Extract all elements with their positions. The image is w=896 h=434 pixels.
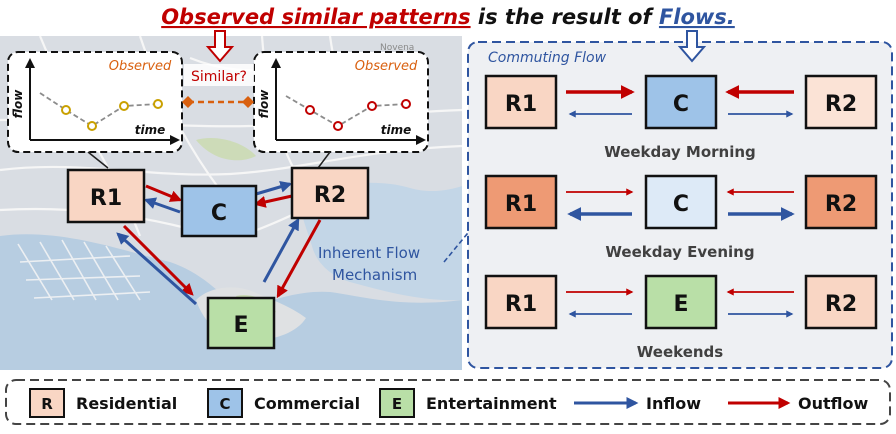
headline-observed: Observed similar patterns bbox=[161, 5, 470, 29]
row3-label: Weekends bbox=[637, 343, 724, 361]
down-arrow-blue-icon bbox=[677, 30, 707, 63]
legend-commercial-letter: C bbox=[219, 395, 230, 413]
legend-residential-label: Residential bbox=[76, 394, 177, 413]
right-axis-x-label: time bbox=[381, 123, 412, 137]
map-node-r1-label: R1 bbox=[90, 186, 122, 211]
left-observed-label: Observed bbox=[109, 59, 172, 74]
left-chart-point bbox=[153, 99, 163, 109]
right-chart-point bbox=[401, 99, 411, 109]
left-axis-x-label: time bbox=[135, 123, 166, 137]
legend-entertainment-letter: E bbox=[392, 395, 402, 413]
legend-residential-letter: R bbox=[41, 395, 53, 413]
map-node-c-label: C bbox=[211, 201, 227, 226]
commuting-flow-panel: Commuting Flow R1 C R2 Weekday Morning R… bbox=[467, 30, 893, 369]
row1-label: Weekday Morning bbox=[604, 143, 756, 161]
similar-label: Similar? bbox=[191, 69, 247, 85]
left-chart-point bbox=[87, 121, 97, 131]
down-arrow-red-icon bbox=[205, 30, 235, 63]
row1-right-node: R2 bbox=[825, 92, 857, 117]
legend-entertainment-swatch bbox=[379, 388, 415, 418]
observed-chart-left: flow time Observed bbox=[7, 51, 183, 153]
right-axis-y-label: flow bbox=[257, 89, 271, 119]
row3-right-node: R2 bbox=[825, 292, 857, 317]
mechanism-label-line2: Mechanism bbox=[332, 266, 417, 284]
row1-left-node: R1 bbox=[505, 92, 537, 117]
observed-chart-right: flow time Observed bbox=[253, 51, 429, 153]
legend-inflow-label: Inflow bbox=[646, 394, 701, 413]
left-axis-y-label: flow bbox=[11, 89, 25, 119]
map-node-e-label: E bbox=[233, 313, 248, 338]
right-observed-label: Observed bbox=[355, 59, 418, 74]
similar-connector: Similar? bbox=[182, 64, 254, 108]
legend-residential-swatch bbox=[29, 388, 65, 418]
legend-commercial-swatch bbox=[207, 388, 243, 418]
left-chart-point bbox=[61, 105, 71, 115]
map-flows bbox=[116, 180, 322, 306]
row1-center-node: C bbox=[673, 92, 689, 117]
legend-commercial-label: Commercial bbox=[254, 394, 360, 413]
flow-row-weekday-evening: R1 C R2 Weekday Evening bbox=[484, 174, 878, 261]
legend-outflow-label: Outflow bbox=[798, 394, 868, 413]
headline-middle: is the result of bbox=[471, 5, 659, 29]
row2-left-node: R1 bbox=[505, 192, 537, 217]
map-node-e: E bbox=[206, 296, 276, 350]
commuting-title: Commuting Flow bbox=[488, 50, 607, 66]
row3-center-node: E bbox=[673, 292, 688, 317]
right-chart-point bbox=[305, 105, 315, 115]
mechanism-label-line1: Inherent Flow bbox=[318, 244, 420, 262]
row2-label: Weekday Evening bbox=[605, 243, 754, 261]
left-chart-point bbox=[119, 101, 129, 111]
row3-left-node: R1 bbox=[505, 292, 537, 317]
flow-row-weekends: R1 E R2 Weekends bbox=[484, 274, 878, 361]
map-node-c: C bbox=[180, 184, 258, 238]
legend: R Residential C Commercial E Entertainme… bbox=[5, 379, 891, 425]
legend-entertainment-label: Entertainment bbox=[426, 394, 557, 413]
flow-row-weekday-morning: R1 C R2 Weekday Morning bbox=[484, 74, 878, 161]
map-node-r2: R2 bbox=[290, 166, 370, 220]
headline-flows: Flows. bbox=[659, 5, 735, 29]
right-chart-point bbox=[367, 101, 377, 111]
map-place-label: Novena bbox=[380, 43, 414, 53]
map-node-r1: R1 bbox=[66, 168, 146, 224]
row2-center-node: C bbox=[673, 192, 689, 217]
map-node-r2-label: R2 bbox=[314, 183, 346, 208]
right-chart-point bbox=[333, 121, 343, 131]
row2-right-node: R2 bbox=[825, 192, 857, 217]
headline: Observed similar patterns is the result … bbox=[161, 5, 735, 29]
